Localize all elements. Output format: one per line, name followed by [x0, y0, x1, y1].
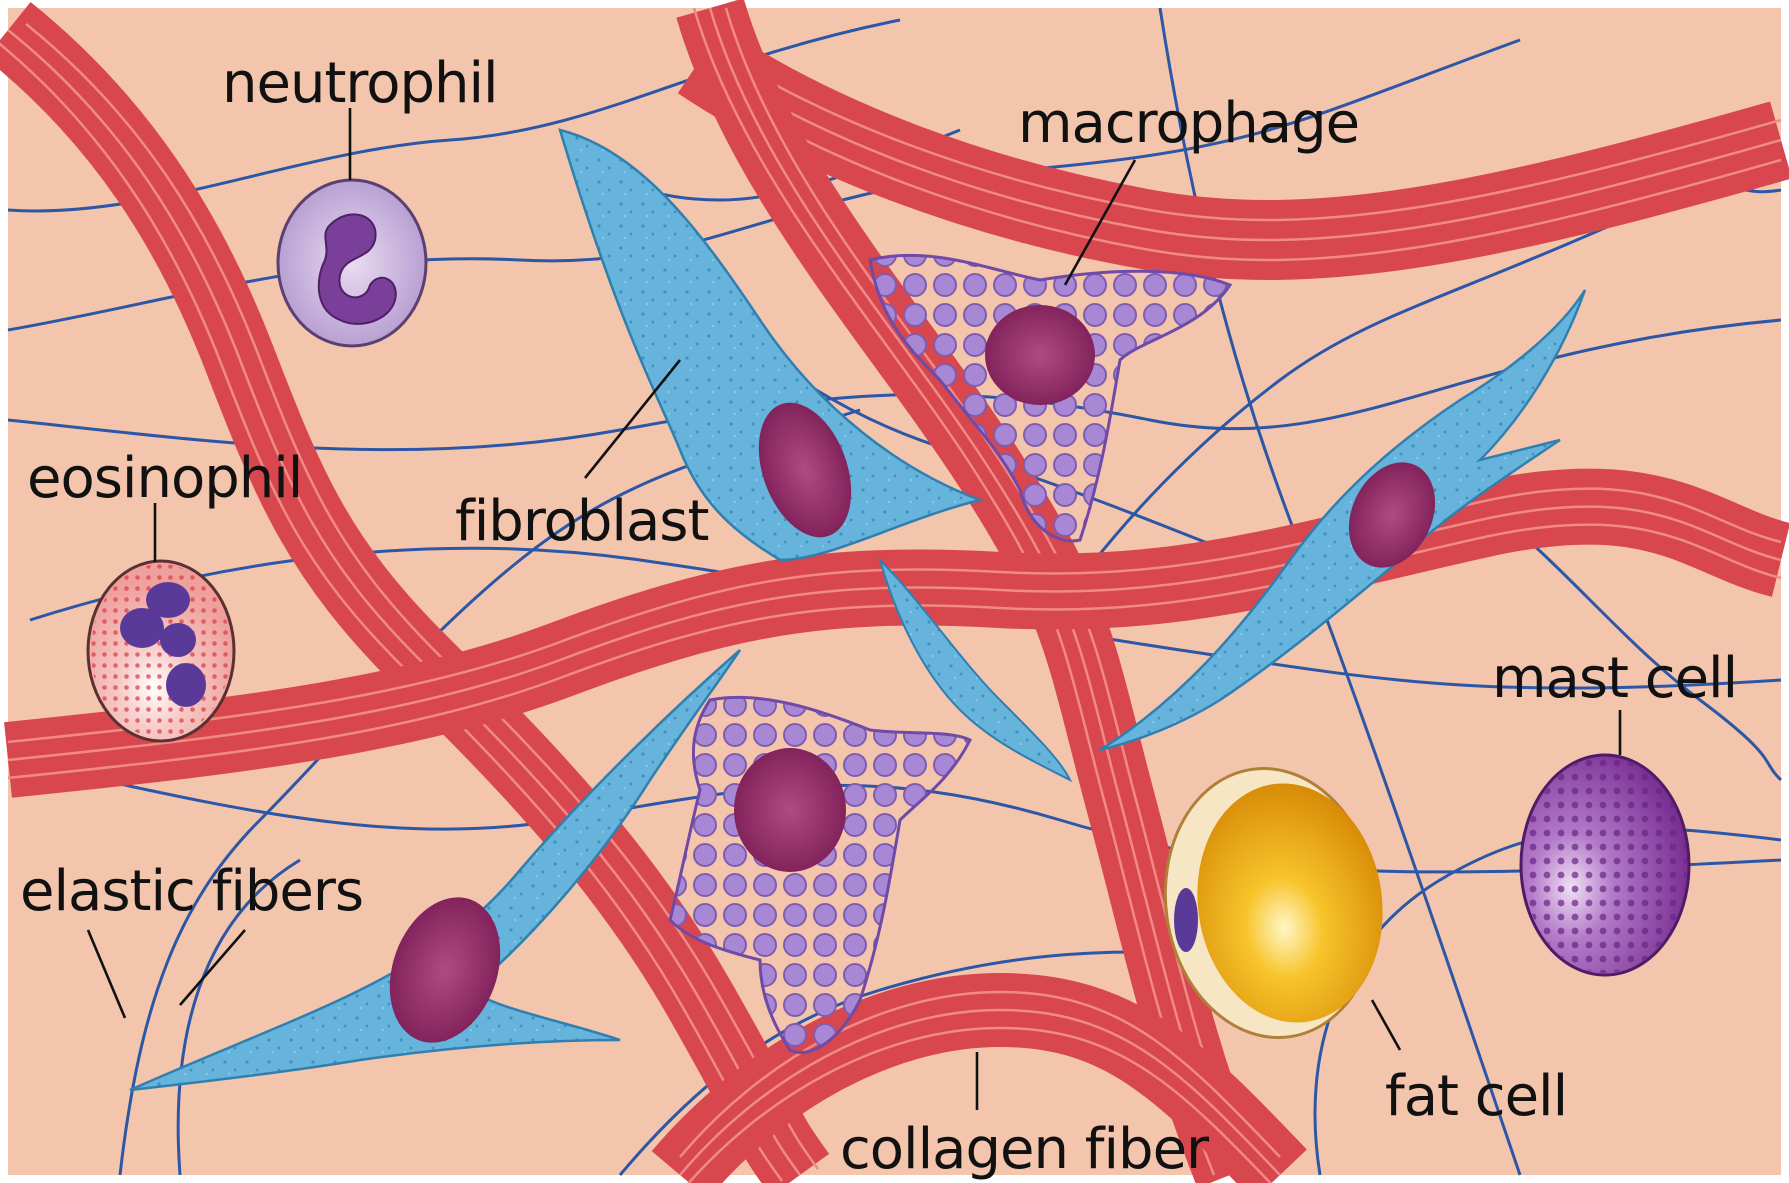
- label-collagen-fiber: collagen fiber: [840, 1117, 1210, 1182]
- label-macrophage: macrophage: [1018, 91, 1359, 156]
- label-elastic-fibers: elastic fibers: [20, 859, 363, 924]
- mast-cell: [1521, 755, 1689, 975]
- label-fat-cell: fat cell: [1385, 1064, 1567, 1129]
- label-eosinophil: eosinophil: [27, 446, 302, 511]
- eosinophil-cell: [88, 561, 234, 741]
- label-mast-cell: mast cell: [1492, 646, 1737, 711]
- label-fibroblast: fibroblast: [455, 489, 708, 554]
- neutrophil-cell: [278, 180, 426, 346]
- label-neutrophil: neutrophil: [222, 51, 498, 116]
